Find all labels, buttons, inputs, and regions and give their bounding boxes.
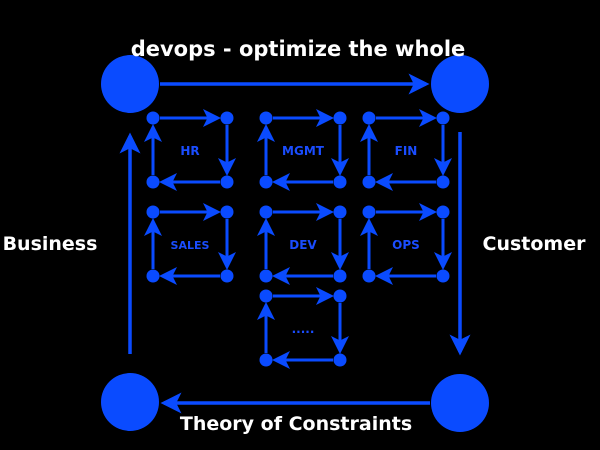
department-label: .....: [292, 322, 315, 336]
loop-node: [333, 269, 347, 283]
loop-node: [259, 269, 273, 283]
loop-node: [362, 111, 376, 125]
department-loop-ops: OPS: [360, 203, 452, 285]
department-label: DEV: [289, 238, 317, 252]
node-top-right: [431, 55, 489, 113]
loop-node: [333, 175, 347, 189]
department-loops: HR MGMT FIN SALES DEV OPS.....: [144, 109, 452, 369]
department-loop-dev: DEV: [257, 203, 349, 285]
loop-node: [333, 353, 347, 367]
loop-node: [146, 175, 160, 189]
business-label: Business: [3, 233, 98, 255]
node-top-left: [101, 55, 159, 113]
department-label: MGMT: [282, 144, 325, 158]
node-bottom-left: [101, 373, 159, 431]
loop-node: [436, 111, 450, 125]
loop-node: [146, 269, 160, 283]
department-label: HR: [180, 144, 199, 158]
outer-loop: [101, 55, 489, 432]
loop-node: [333, 289, 347, 303]
theory-of-constraints-label: Theory of Constraints: [180, 413, 412, 435]
loop-node: [362, 205, 376, 219]
loop-node: [220, 205, 234, 219]
loop-node: [259, 175, 273, 189]
department-loop-hr: HR: [144, 109, 236, 191]
diagram-title: devops - optimize the whole: [131, 37, 466, 61]
loop-node: [220, 111, 234, 125]
department-label: SALES: [171, 239, 210, 252]
department-loop-moremoremoremoremore: .....: [257, 287, 349, 369]
department-label: FIN: [395, 144, 418, 158]
loop-node: [146, 111, 160, 125]
customer-label: Customer: [483, 233, 587, 255]
loop-node: [436, 205, 450, 219]
department-loop-mgmt: MGMT: [257, 109, 349, 191]
loop-node: [259, 289, 273, 303]
loop-node: [436, 269, 450, 283]
loop-node: [436, 175, 450, 189]
loop-node: [362, 175, 376, 189]
loop-node: [259, 353, 273, 367]
loop-node: [220, 269, 234, 283]
node-bottom-right: [431, 374, 489, 432]
loop-node: [259, 205, 273, 219]
loop-node: [259, 111, 273, 125]
loop-node: [220, 175, 234, 189]
department-loop-fin: FIN: [360, 109, 452, 191]
department-label: OPS: [392, 238, 420, 252]
loop-node: [333, 205, 347, 219]
loop-node: [333, 111, 347, 125]
loop-node: [362, 269, 376, 283]
department-loop-sales: SALES: [144, 203, 236, 285]
loop-node: [146, 205, 160, 219]
